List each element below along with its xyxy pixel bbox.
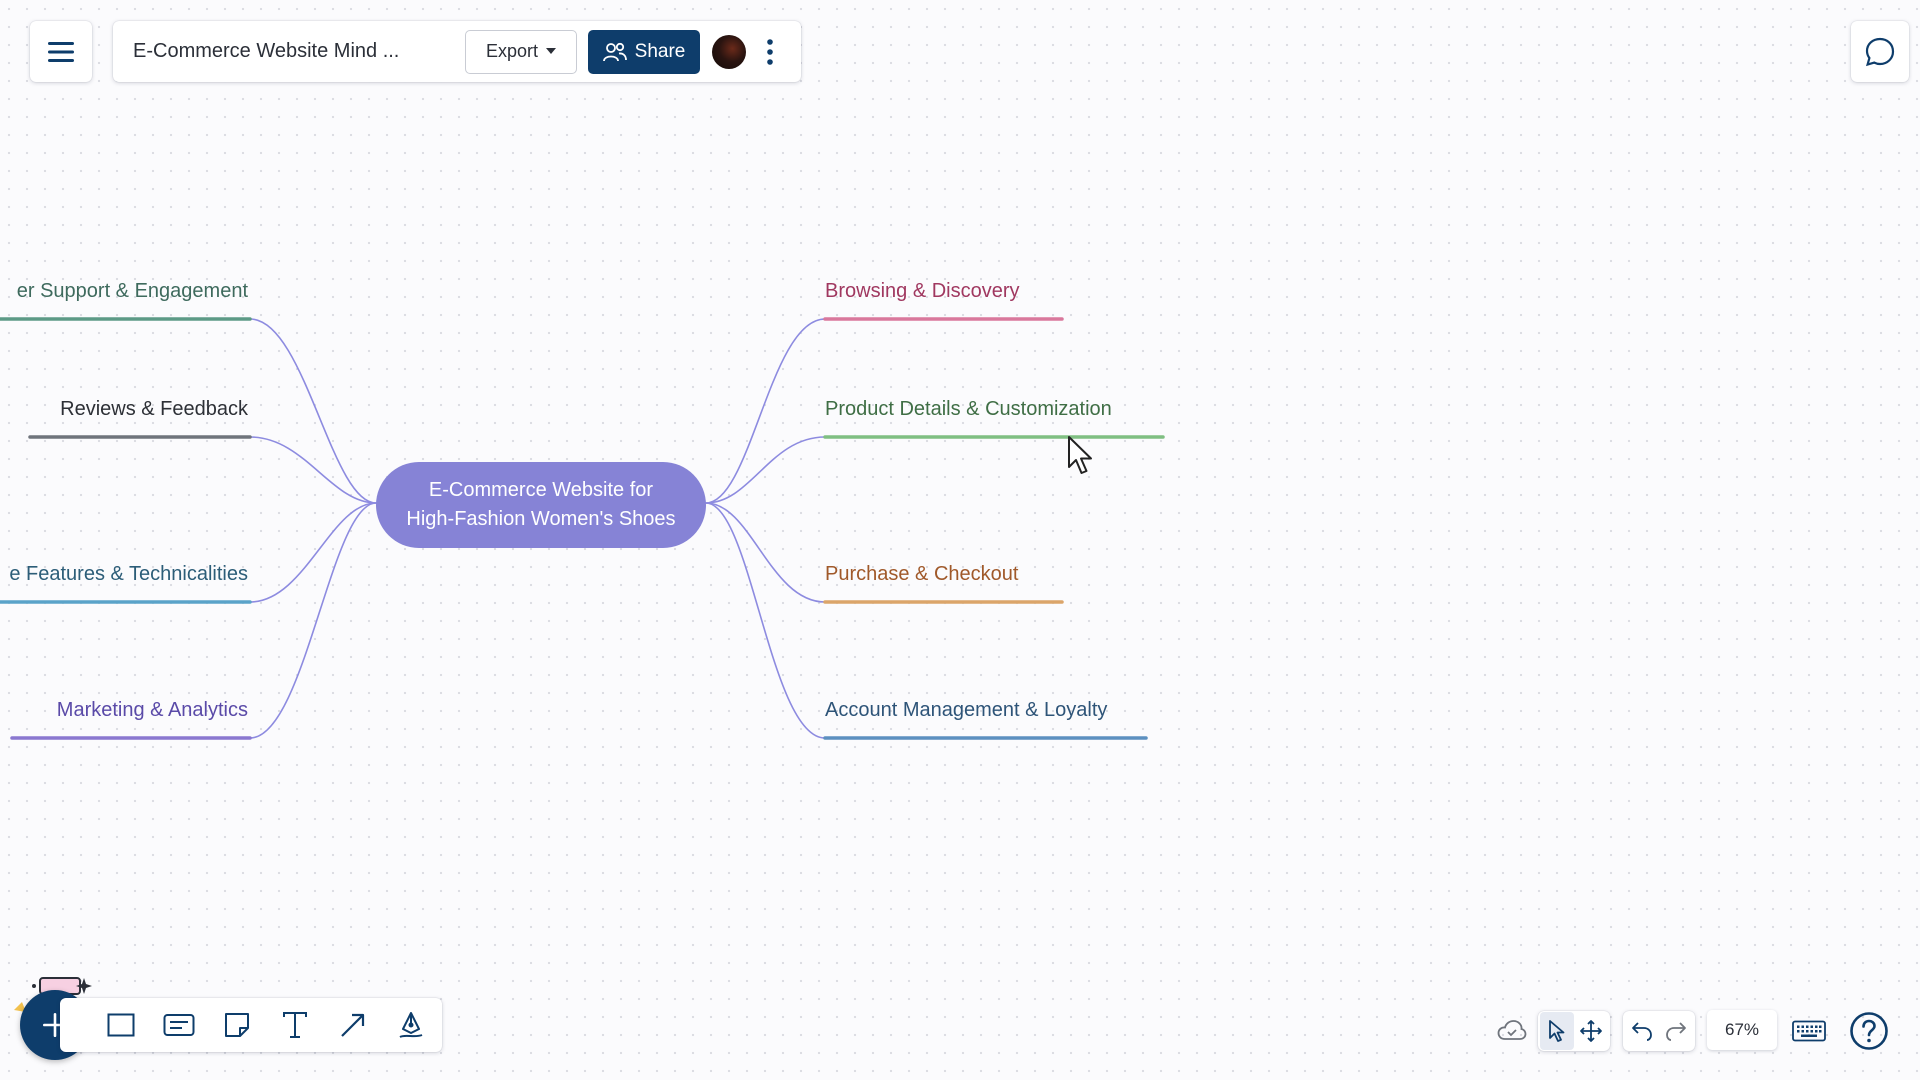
sticky-note-tool[interactable] (218, 1006, 256, 1044)
comments-button[interactable] (1851, 21, 1909, 82)
central-topic-line-1: E-Commerce Website for (428, 479, 654, 501)
branch-marketing-analytics[interactable]: Marketing & Analytics (14, 699, 248, 722)
zoom-level-button[interactable]: 67% (1707, 1010, 1777, 1050)
text-tool[interactable] (276, 1006, 314, 1044)
interaction-mode-group (1538, 1011, 1610, 1051)
pen-tool[interactable] (392, 1006, 430, 1044)
sticky-note-icon (225, 1013, 249, 1037)
arrow-tool[interactable] (334, 1006, 372, 1044)
share-label: Share (634, 40, 686, 62)
branch-link (705, 318, 826, 504)
help-button[interactable] (1846, 1008, 1892, 1054)
branch-link (705, 436, 826, 504)
people-icon (602, 42, 627, 61)
card-tool[interactable] (160, 1006, 198, 1044)
branch-features-technicalities[interactable]: e Features & Technicalities (0, 563, 248, 586)
move-icon (1580, 1020, 1602, 1042)
mouse-cursor-icon (1068, 436, 1092, 474)
comment-bubble-icon (1865, 37, 1895, 66)
document-title[interactable]: E-Commerce Website Mind ... (133, 40, 400, 62)
more-vertical-icon (767, 38, 773, 65)
branch-link (705, 502, 826, 739)
central-topic-line-2: High-Fashion Women's Shoes (406, 508, 676, 530)
branch-label: Account Management & Loyalty (825, 699, 1108, 721)
help-icon (1850, 1012, 1888, 1050)
document-toolbar: E-Commerce Website Mind ... Export Share (113, 21, 801, 82)
pointer-icon (1549, 1020, 1565, 1042)
more-options-button[interactable] (760, 32, 780, 72)
select-mode-button[interactable] (1540, 1012, 1574, 1050)
branch-customer-support[interactable]: er Support & Engagement (0, 280, 248, 303)
user-avatar[interactable] (712, 34, 747, 69)
card-icon (163, 1014, 195, 1036)
history-group (1623, 1011, 1695, 1051)
branch-link (249, 436, 377, 504)
keyboard-shortcuts-button[interactable] (1789, 1011, 1829, 1051)
pan-mode-button[interactable] (1574, 1012, 1608, 1050)
branch-account-management[interactable]: Account Management & Loyalty (825, 699, 1107, 722)
branch-label: er Support & Engagement (16, 280, 248, 302)
caret-down-icon (546, 48, 557, 54)
cloud-icon (1497, 1020, 1527, 1040)
branch-link (249, 502, 377, 739)
branch-link (705, 502, 826, 603)
branch-reviews-feedback[interactable]: Reviews & Feedback (28, 398, 248, 421)
branch-link (249, 318, 377, 504)
branch-links (249, 318, 826, 739)
export-label: Export (486, 41, 539, 61)
branch-link (249, 502, 377, 603)
share-button[interactable]: Share (588, 29, 701, 74)
branch-label: Marketing & Analytics (56, 699, 248, 721)
branch-label: Product Details & Customization (825, 398, 1112, 420)
branch-label: Reviews & Feedback (60, 398, 248, 420)
cloud-sync-status[interactable] (1494, 1011, 1530, 1049)
branch-product-details[interactable]: Product Details & Customization (825, 398, 1112, 421)
pen-icon (399, 1012, 423, 1038)
branch-browsing-discovery[interactable]: Browsing & Discovery (825, 280, 1020, 303)
keyboard-icon (1792, 1020, 1826, 1042)
branch-label: e Features & Technicalities (9, 563, 248, 585)
hamburger-icon (48, 41, 74, 62)
menu-button[interactable] (30, 21, 92, 82)
undo-button[interactable] (1625, 1012, 1659, 1050)
shape-toolbar (60, 998, 442, 1052)
zoom-level-value: 67% (1724, 1020, 1760, 1039)
redo-icon (1666, 1022, 1686, 1041)
rectangle-icon (107, 1013, 135, 1037)
central-topic-node[interactable]: E-Commerce Website for High-Fashion Wome… (376, 462, 706, 548)
branch-label: Browsing & Discovery (825, 280, 1020, 302)
rectangle-tool[interactable] (102, 1006, 140, 1044)
undo-icon (1632, 1022, 1652, 1041)
redo-button[interactable] (1659, 1012, 1693, 1050)
branch-underlines (0, 317, 1165, 740)
branch-purchase-checkout[interactable]: Purchase & Checkout (825, 563, 1018, 586)
arrow-icon (341, 1013, 365, 1037)
text-icon (283, 1012, 307, 1038)
export-button[interactable]: Export (465, 29, 578, 74)
branch-label: Purchase & Checkout (825, 563, 1019, 585)
